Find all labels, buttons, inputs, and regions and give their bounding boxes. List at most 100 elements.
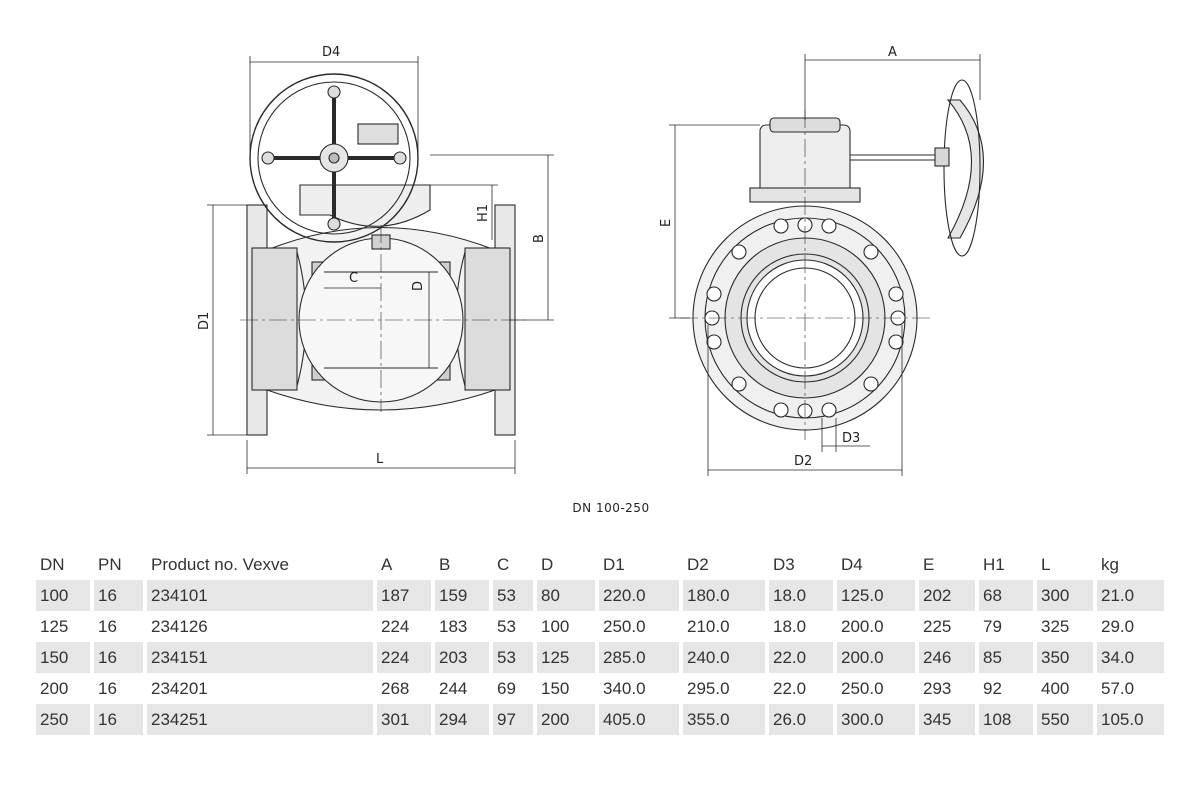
cell-d: 100	[537, 611, 595, 642]
cell-c: 53	[493, 642, 533, 673]
cell-d3: 26.0	[769, 704, 833, 735]
cell-d3: 18.0	[769, 580, 833, 611]
col-header: D2	[687, 555, 709, 574]
dim-label-d4: D4	[322, 45, 340, 60]
cell-h1: 92	[979, 673, 1033, 704]
cell-d: 200	[537, 704, 595, 735]
col-header: H1	[983, 555, 1005, 574]
cell-l: 300	[1037, 580, 1093, 611]
dim-label-c: C	[349, 271, 358, 286]
dim-label-d1: D1	[197, 312, 212, 330]
dim-label-e: E	[659, 219, 674, 227]
table-header-row: DN PN Product no. Vexve A B C D D1 D2 D3…	[36, 548, 1164, 580]
cell-kg: 105.0	[1097, 704, 1164, 735]
cell-dn: 150	[36, 642, 90, 673]
cell-kg: 21.0	[1097, 580, 1164, 611]
col-header: PN	[98, 555, 122, 574]
cell-a: 224	[377, 642, 431, 673]
col-header: D4	[841, 555, 863, 574]
col-header: D	[541, 555, 554, 574]
col-header: D1	[603, 555, 625, 574]
cell-b: 244	[435, 673, 489, 704]
dimensions-table: DN PN Product no. Vexve A B C D D1 D2 D3…	[32, 548, 1168, 735]
col-header: A	[381, 555, 393, 574]
cell-h1: 79	[979, 611, 1033, 642]
col-header: D3	[773, 555, 795, 574]
cell-pn: 16	[94, 642, 143, 673]
cell-d1: 250.0	[599, 611, 679, 642]
cell-l: 400	[1037, 673, 1093, 704]
cell-d4: 200.0	[837, 611, 915, 642]
dim-label-d2: D2	[794, 454, 812, 469]
cell-kg: 29.0	[1097, 611, 1164, 642]
cell-d4: 250.0	[837, 673, 915, 704]
cell-a: 268	[377, 673, 431, 704]
valve-technical-drawing: D4 A H1 B C D D1 L E D2 D3	[197, 45, 984, 476]
cell-dn: 250	[36, 704, 90, 735]
cell-pn: 16	[94, 580, 143, 611]
cell-product-no: 234251	[147, 704, 373, 735]
cell-d1: 285.0	[599, 642, 679, 673]
cell-d2: 355.0	[683, 704, 765, 735]
cell-e: 202	[919, 580, 975, 611]
cell-d3: 22.0	[769, 673, 833, 704]
drawing-caption: DN 100-250	[572, 501, 650, 515]
col-header: B	[439, 555, 451, 574]
dim-label-h1: H1	[476, 204, 491, 222]
cell-b: 294	[435, 704, 489, 735]
cell-dn: 200	[36, 673, 90, 704]
cell-l: 325	[1037, 611, 1093, 642]
cell-h1: 108	[979, 704, 1033, 735]
cell-dn: 125	[36, 611, 90, 642]
col-header: kg	[1101, 555, 1119, 574]
cell-pn: 16	[94, 673, 143, 704]
dim-label-d: D	[411, 281, 426, 291]
dim-label-l: L	[376, 452, 384, 467]
side-view	[240, 73, 525, 436]
cell-c: 53	[493, 580, 533, 611]
col-header: L	[1041, 555, 1051, 574]
cell-pn: 16	[94, 704, 143, 735]
cell-a: 224	[377, 611, 431, 642]
cell-d3: 22.0	[769, 642, 833, 673]
dim-label-d3: D3	[842, 431, 860, 446]
cell-e: 225	[919, 611, 975, 642]
col-header: C	[497, 555, 510, 574]
cell-d3: 18.0	[769, 611, 833, 642]
cell-kg: 34.0	[1097, 642, 1164, 673]
cell-product-no: 234151	[147, 642, 373, 673]
dim-label-b: B	[532, 234, 547, 243]
cell-b: 183	[435, 611, 489, 642]
cell-c: 97	[493, 704, 533, 735]
cell-product-no: 234201	[147, 673, 373, 704]
cell-pn: 16	[94, 611, 143, 642]
cell-dn: 100	[36, 580, 90, 611]
cell-a: 301	[377, 704, 431, 735]
cell-l: 350	[1037, 642, 1093, 673]
cell-d2: 180.0	[683, 580, 765, 611]
cell-d: 125	[537, 642, 595, 673]
col-header: E	[923, 555, 935, 574]
col-header: DN	[40, 555, 65, 574]
cell-c: 53	[493, 611, 533, 642]
col-header: Product no. Vexve	[151, 555, 289, 574]
cell-d1: 220.0	[599, 580, 679, 611]
cell-d2: 240.0	[683, 642, 765, 673]
cell-d4: 300.0	[837, 704, 915, 735]
cell-product-no: 234126	[147, 611, 373, 642]
cell-d4: 200.0	[837, 642, 915, 673]
cell-e: 345	[919, 704, 975, 735]
cell-d: 80	[537, 580, 595, 611]
cell-a: 187	[377, 580, 431, 611]
cell-h1: 85	[979, 642, 1033, 673]
front-view	[680, 79, 984, 440]
cell-product-no: 234101	[147, 580, 373, 611]
cell-d2: 210.0	[683, 611, 765, 642]
cell-kg: 57.0	[1097, 673, 1164, 704]
cell-e: 293	[919, 673, 975, 704]
